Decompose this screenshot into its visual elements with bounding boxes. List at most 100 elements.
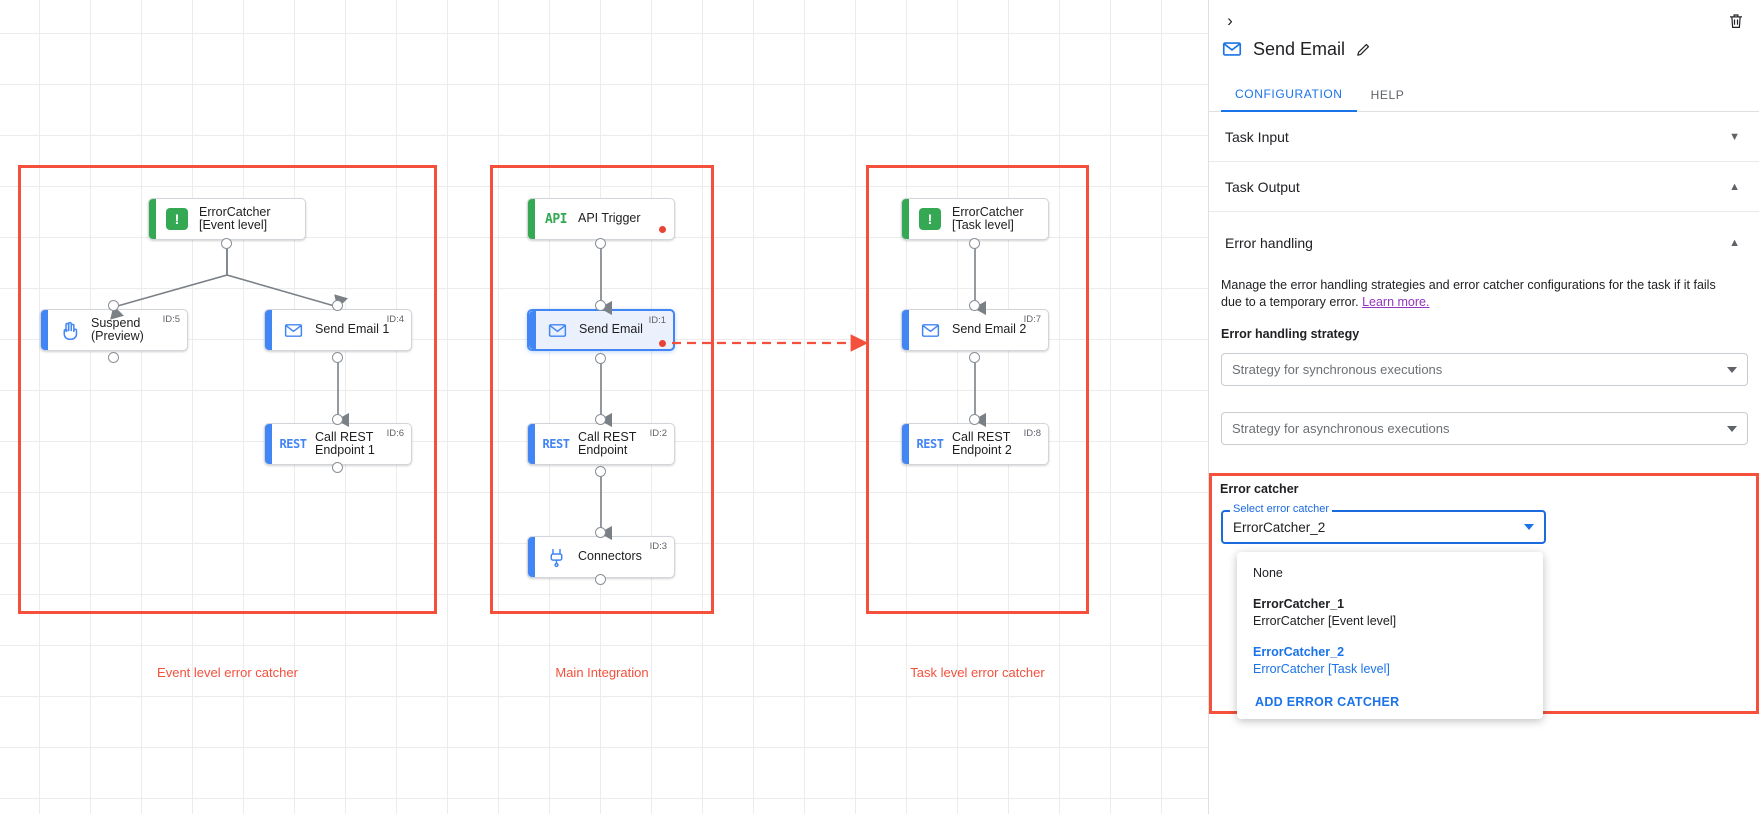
error-handling-description: Manage the error handling strategies and… <box>1209 267 1759 311</box>
node-port-in[interactable] <box>332 300 343 311</box>
node-accent-bar <box>265 310 272 350</box>
node-label: Connectors <box>578 549 642 564</box>
accordion-error-handling[interactable]: Error handling ▲ <box>1209 218 1759 268</box>
node-call-rest-endpoint[interactable]: REST Call REST Endpoint ID:2 <box>527 423 675 465</box>
node-error-catcher-event-level[interactable]: ! ErrorCatcher [Event level] <box>148 198 306 240</box>
accordion-title: Error handling <box>1225 235 1313 251</box>
error-catcher-dropdown-menu[interactable]: None ErrorCatcher_1 ErrorCatcher [Event … <box>1237 552 1543 719</box>
node-send-email-selected[interactable]: Send Email ID:1 <box>527 309 675 351</box>
panel-tabs: CONFIGURATION HELP <box>1209 78 1759 112</box>
node-call-rest-endpoint-2[interactable]: REST Call REST Endpoint 2 ID:8 <box>901 423 1049 465</box>
chevron-up-icon: ▲ <box>1729 237 1740 249</box>
dropdown-option-none[interactable]: None <box>1237 560 1543 587</box>
chevron-down-icon <box>1727 425 1737 432</box>
connectors-icon <box>544 545 568 569</box>
node-accent-bar <box>265 424 272 464</box>
group-event-level-error-catcher <box>18 165 437 614</box>
accordion-task-input[interactable]: Task Input ▼ <box>1209 112 1759 162</box>
node-label: Send Email <box>579 322 643 337</box>
learn-more-link[interactable]: Learn more. <box>1362 295 1430 309</box>
group-label-task-level: Task level error catcher <box>910 665 1045 680</box>
option-primary: None <box>1253 566 1283 580</box>
node-port-out[interactable] <box>595 238 606 249</box>
node-port-out[interactable] <box>595 466 606 477</box>
option-secondary: ErrorCatcher [Event level] <box>1253 614 1397 628</box>
tab-help[interactable]: HELP <box>1370 88 1405 102</box>
dropdown-option-errorcatcher-1[interactable]: ErrorCatcher_1 ErrorCatcher [Event level… <box>1237 587 1543 635</box>
select-error-catcher[interactable]: ErrorCatcher_2 <box>1221 510 1546 544</box>
group-task-level-error-catcher <box>866 165 1089 614</box>
error-catcher-icon: ! <box>165 207 189 231</box>
email-icon <box>1221 38 1243 60</box>
node-label: Send Email 2 <box>952 322 1027 337</box>
option-primary: ErrorCatcher_2 <box>1253 645 1345 659</box>
api-icon: API <box>545 211 567 227</box>
add-error-catcher-button[interactable]: ADD ERROR CATCHER <box>1255 695 1400 709</box>
node-port-in[interactable] <box>595 300 606 311</box>
node-id-badge: ID:7 <box>1023 314 1041 325</box>
node-accent-bar <box>529 311 536 349</box>
error-handling-strategy-label: Error handling strategy <box>1221 327 1360 341</box>
node-label: ErrorCatcher [Task level] <box>952 204 1024 232</box>
accordion-task-output[interactable]: Task Output ▲ <box>1209 162 1759 212</box>
node-port-out[interactable] <box>332 462 343 473</box>
error-catcher-value: ErrorCatcher_2 <box>1233 519 1326 535</box>
node-label: Call REST Endpoint 1 <box>315 429 375 457</box>
node-label: Suspend (Preview) <box>91 315 144 343</box>
trash-icon[interactable] <box>1723 8 1749 34</box>
node-accent-bar <box>528 537 535 577</box>
node-port-out[interactable] <box>108 352 119 363</box>
workflow-canvas[interactable]: Event level error catcher Main Integrati… <box>0 0 1208 814</box>
node-port-out[interactable] <box>595 574 606 585</box>
node-accent-bar <box>902 424 909 464</box>
node-suspend-preview[interactable]: Suspend (Preview) ID:5 <box>40 309 188 351</box>
node-id-badge: ID:5 <box>162 314 180 325</box>
node-error-indicator-dot <box>659 340 666 347</box>
node-error-catcher-task-level[interactable]: ! ErrorCatcher [Task level] <box>901 198 1049 240</box>
node-call-rest-endpoint-1[interactable]: REST Call REST Endpoint 1 ID:6 <box>264 423 412 465</box>
node-port-out[interactable] <box>332 352 343 363</box>
node-port-in[interactable] <box>108 300 119 311</box>
error-catcher-icon: ! <box>918 207 942 231</box>
node-port-in[interactable] <box>969 414 980 425</box>
node-port-in[interactable] <box>595 527 606 538</box>
panel-header: › Send Email <box>1209 0 1759 78</box>
group-label-main-integration: Main Integration <box>555 665 649 680</box>
node-send-email-2[interactable]: Send Email 2 ID:7 <box>901 309 1049 351</box>
async-strategy-value: Strategy for asynchronous executions <box>1232 421 1450 436</box>
node-port-out[interactable] <box>221 238 232 249</box>
node-label: Call REST Endpoint 2 <box>952 429 1012 457</box>
node-port-in[interactable] <box>969 300 980 311</box>
chevron-right-icon[interactable]: › <box>1227 11 1233 30</box>
dropdown-option-errorcatcher-2[interactable]: ErrorCatcher_2 ErrorCatcher [Task level] <box>1237 635 1543 683</box>
error-catcher-highlight-block: Error catcher Select error catcher Error… <box>1209 473 1759 719</box>
node-send-email-1[interactable]: Send Email 1 ID:4 <box>264 309 412 351</box>
node-connectors[interactable]: Connectors ID:3 <box>527 536 675 578</box>
node-port-out[interactable] <box>969 352 980 363</box>
sync-strategy-value: Strategy for synchronous executions <box>1232 362 1443 377</box>
pencil-icon[interactable] <box>1355 41 1372 58</box>
node-port-in[interactable] <box>595 414 606 425</box>
sync-strategy-select[interactable]: Strategy for synchronous executions <box>1221 353 1748 386</box>
node-label: Call REST Endpoint <box>578 429 637 457</box>
tab-configuration[interactable]: CONFIGURATION <box>1221 78 1357 112</box>
async-strategy-select[interactable]: Strategy for asynchronous executions <box>1221 412 1748 445</box>
accordion-title: Task Output <box>1225 178 1300 195</box>
node-accent-bar <box>902 199 909 239</box>
node-error-indicator-dot <box>659 226 666 233</box>
node-id-badge: ID:4 <box>386 314 404 325</box>
node-api-trigger[interactable]: API API Trigger <box>527 198 675 240</box>
node-accent-bar <box>528 424 535 464</box>
node-port-in[interactable] <box>332 414 343 425</box>
description-text: Manage the error handling strategies and… <box>1221 278 1716 309</box>
node-id-badge: ID:1 <box>648 315 666 326</box>
panel-title-row: Send Email <box>1221 38 1372 60</box>
node-port-out[interactable] <box>969 238 980 249</box>
node-id-badge: ID:3 <box>649 541 667 552</box>
rest-icon: REST <box>542 437 570 451</box>
option-primary: ErrorCatcher_1 <box>1253 597 1345 611</box>
node-port-out[interactable] <box>595 353 606 364</box>
page-title: Send Email <box>1253 38 1346 59</box>
node-label: Send Email 1 <box>315 322 390 337</box>
suspend-hand-icon <box>57 318 81 342</box>
